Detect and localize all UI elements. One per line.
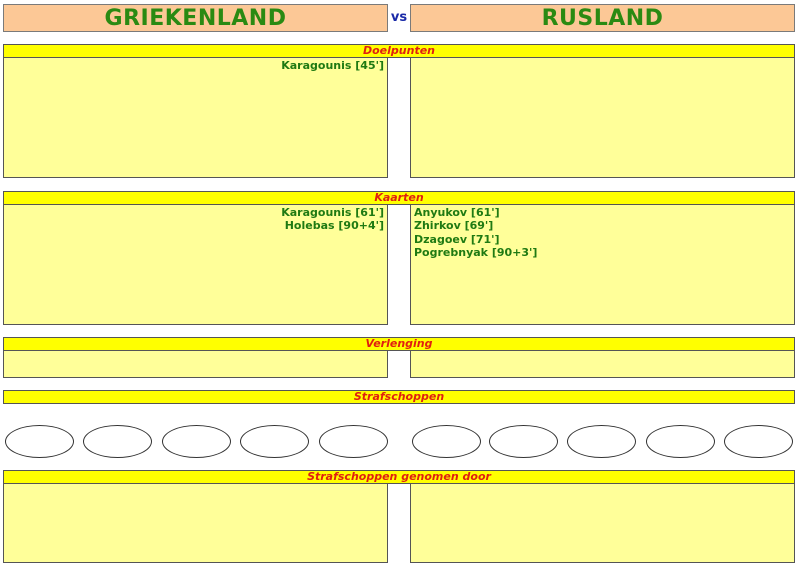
away-penalty-slot bbox=[567, 425, 636, 458]
away-team-title: RUSLAND bbox=[410, 4, 795, 32]
goal-entry: Karagounis [45'] bbox=[281, 59, 384, 72]
away-penalty-slot bbox=[489, 425, 558, 458]
card-entry: Dzagoev [71'] bbox=[414, 232, 500, 246]
penalties-section-header: Strafschoppen bbox=[3, 390, 795, 404]
home-goals-panel: Karagounis [45'] bbox=[3, 57, 388, 178]
home-penalty-slot bbox=[240, 425, 309, 458]
home-penalty-slot bbox=[319, 425, 388, 458]
home-penalty-slot bbox=[83, 425, 152, 458]
away-cards-panel: Anyukov [61'] Zhirkov [69'] Dzagoev [71'… bbox=[410, 204, 795, 325]
home-penalty-slot bbox=[162, 425, 231, 458]
away-goals-panel bbox=[410, 57, 795, 178]
away-extra-time-panel bbox=[410, 350, 795, 378]
home-penalties-taken-panel bbox=[3, 483, 388, 563]
vs-label: vs bbox=[390, 10, 408, 25]
goals-section-header: Doelpunten bbox=[3, 44, 795, 58]
away-penalty-slot bbox=[646, 425, 715, 458]
card-entry: Holebas [90+4'] bbox=[284, 219, 384, 233]
cards-section-header: Kaarten bbox=[3, 191, 795, 205]
card-entry: Anyukov [61'] bbox=[414, 206, 500, 219]
away-penalty-slot bbox=[412, 425, 481, 458]
card-entry: Karagounis [61'] bbox=[281, 206, 384, 219]
away-penalty-slot bbox=[724, 425, 793, 458]
card-entry: Zhirkov [69'] bbox=[414, 219, 494, 233]
penalties-taken-section-header: Strafschoppen genomen door bbox=[3, 470, 795, 484]
home-team-title: GRIEKENLAND bbox=[3, 4, 388, 32]
home-cards-panel: Karagounis [61'] Holebas [90+4'] bbox=[3, 204, 388, 325]
extra-time-section-header: Verlenging bbox=[3, 337, 795, 351]
card-entry: Pogrebnyak [90+3'] bbox=[414, 246, 538, 260]
away-penalties-taken-panel bbox=[410, 483, 795, 563]
home-extra-time-panel bbox=[3, 350, 388, 378]
home-penalty-slot bbox=[5, 425, 74, 458]
